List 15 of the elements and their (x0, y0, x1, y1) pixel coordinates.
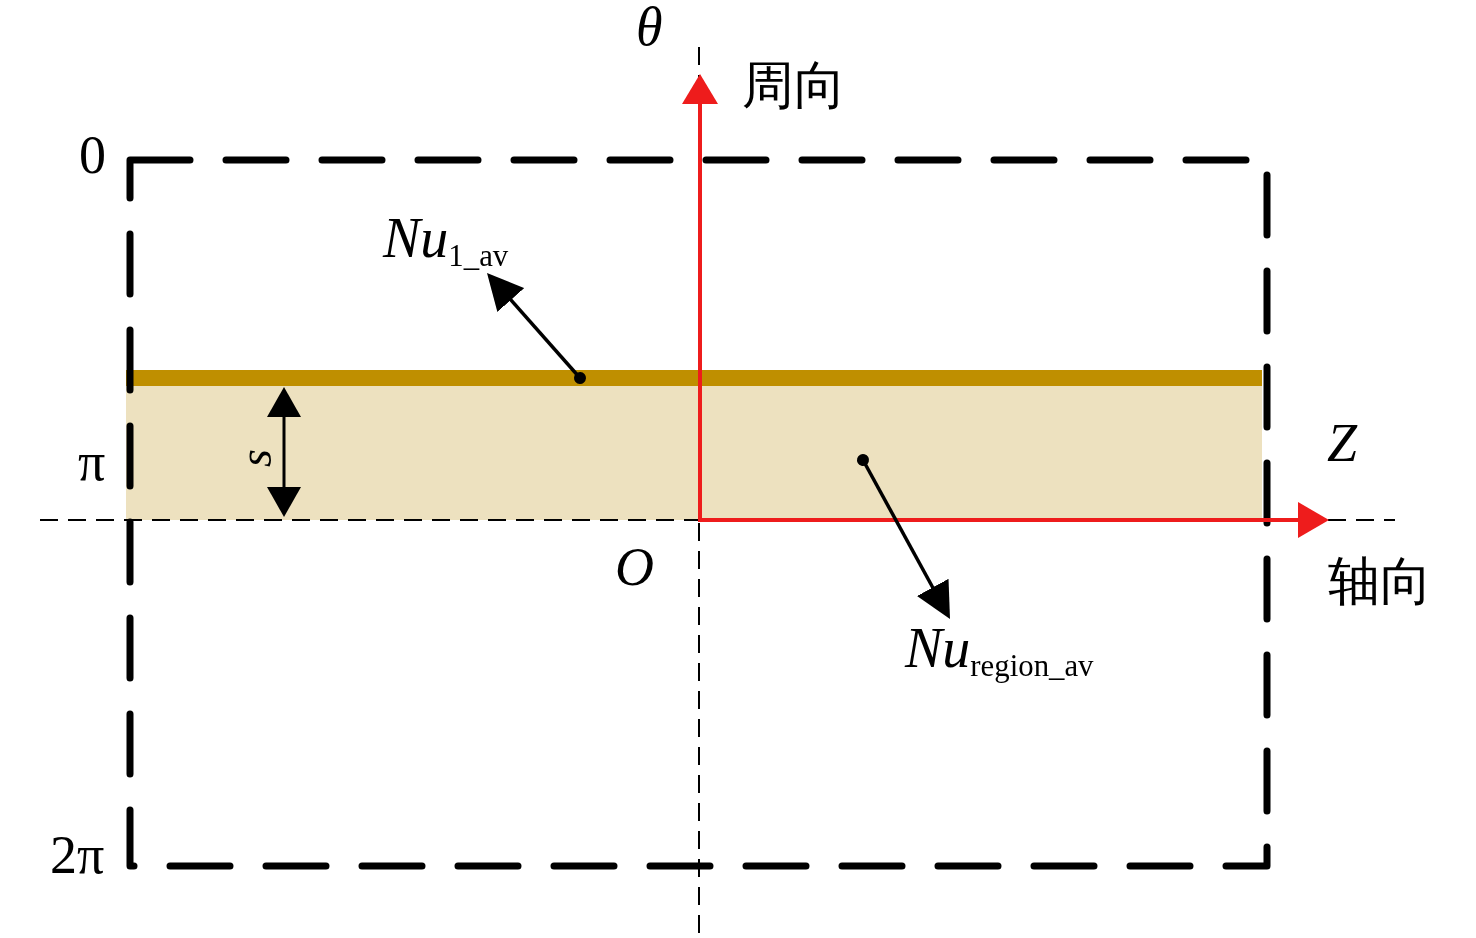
leader-arrow (857, 454, 950, 619)
tick-label: 2π (50, 828, 105, 882)
dimension-label: s (232, 449, 279, 467)
formula-label: Nu$_{region_av}$ (905, 620, 1094, 683)
tick-label: 0 (79, 128, 106, 182)
axis-label: θ (636, 0, 663, 54)
leader-arrow (487, 273, 586, 384)
formula-label: Nu$_{1_av}$ (383, 210, 509, 273)
origin-label: O (615, 540, 654, 594)
boundary-strip (126, 370, 1262, 386)
axis-label: 周向 (742, 60, 846, 112)
axis-label: 轴向 (1328, 556, 1432, 608)
shaded-band (126, 386, 1262, 520)
axis-label: Z (1327, 416, 1358, 470)
tick-label: π (78, 435, 106, 489)
